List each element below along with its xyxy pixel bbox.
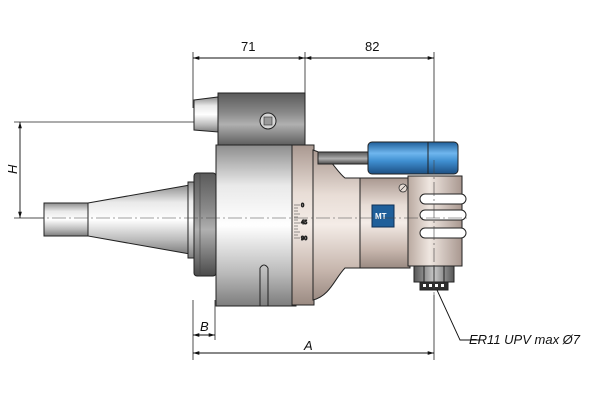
dimension-lines xyxy=(18,56,434,355)
dim-h-label: H xyxy=(5,164,20,174)
callout-leader xyxy=(436,289,480,341)
logo-text: MT xyxy=(375,212,387,221)
dim-b-label: B xyxy=(200,319,209,334)
taper-shank xyxy=(43,181,197,259)
brand-logo: MT xyxy=(371,204,395,228)
spindle-block xyxy=(407,175,467,267)
dim-71-label: 71 xyxy=(241,39,255,54)
scale-ticks xyxy=(294,204,300,239)
scale-label-0: 0 xyxy=(301,203,304,209)
angle-scale-ring: 0 45 90 xyxy=(291,144,315,306)
coolant-pipe xyxy=(317,141,459,175)
dim-a-label: A xyxy=(303,338,313,353)
flange-collar xyxy=(193,172,217,277)
scale-label-45: 45 xyxy=(301,220,307,226)
center-lines xyxy=(30,160,470,300)
main-body xyxy=(215,144,297,307)
collet-callout: ER11 UPV max Ø7 xyxy=(469,332,581,347)
dim-82-label: 82 xyxy=(365,39,379,54)
scale-label-90: 90 xyxy=(301,236,307,242)
body-neck xyxy=(312,149,366,301)
upper-clamp-block xyxy=(193,92,306,151)
